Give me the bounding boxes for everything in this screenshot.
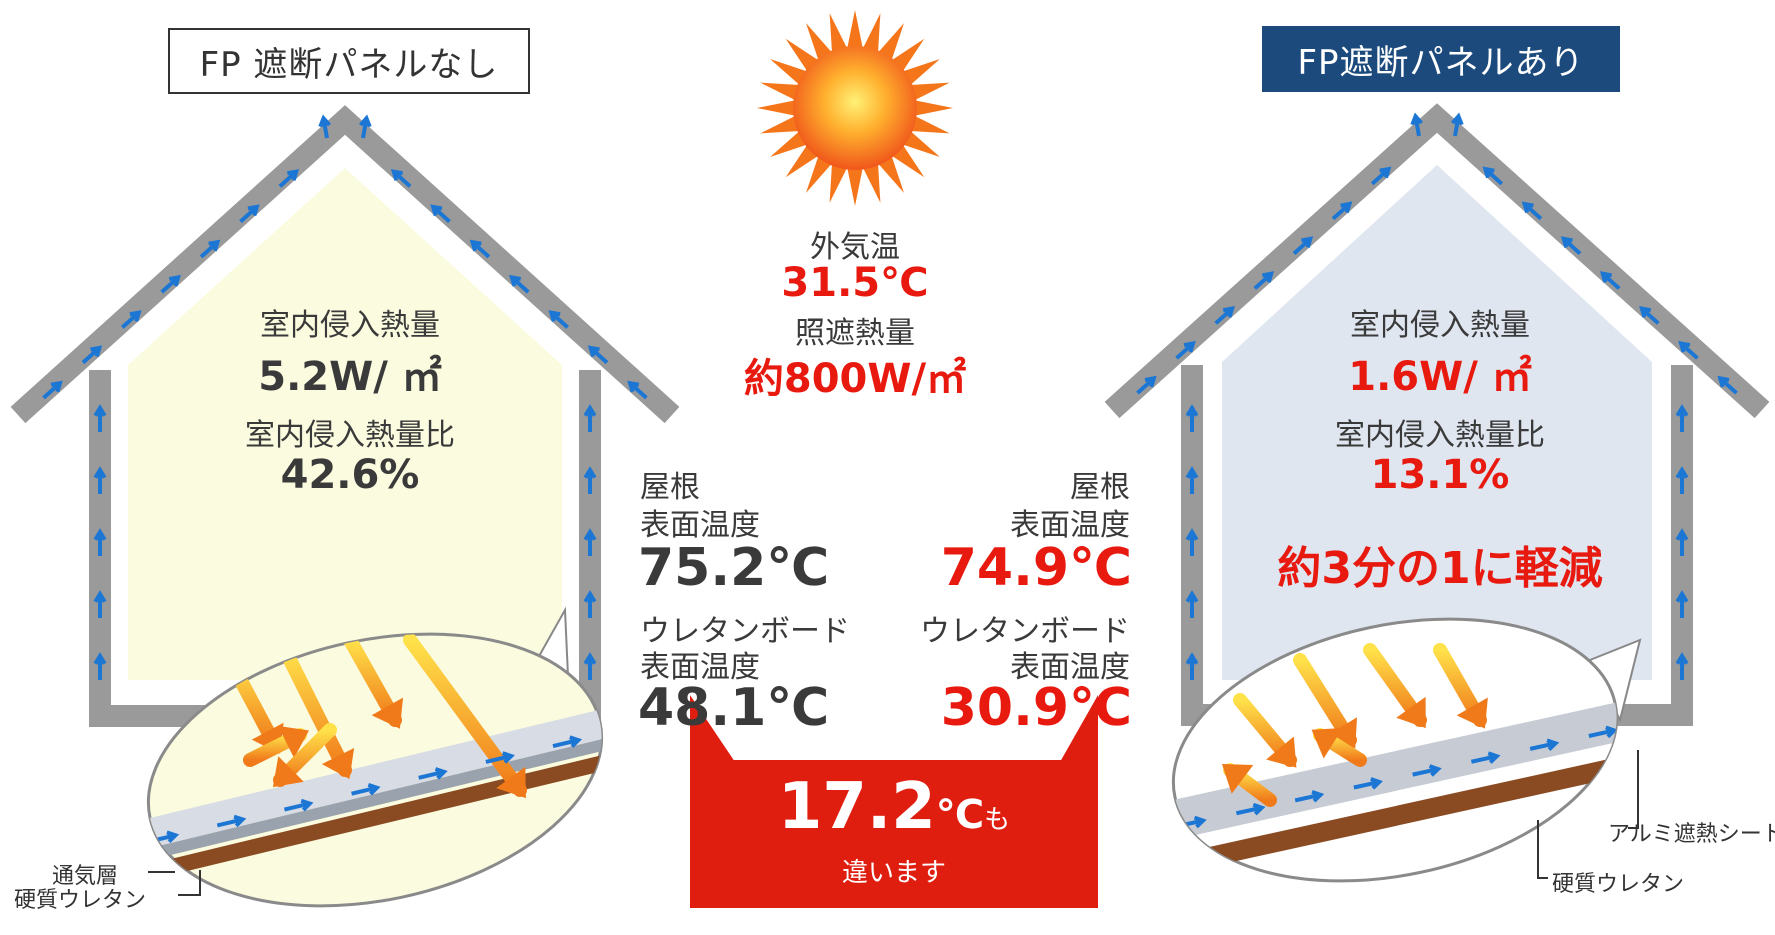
left-board-temp-value: 48.1℃ — [638, 678, 830, 738]
difference-value: 17.2 — [777, 770, 936, 844]
left-house — [10, 105, 680, 727]
irradiance-label: 照遮熱量 — [795, 316, 915, 351]
left-board-temp-label-1: ウレタンボード — [640, 614, 850, 649]
right-heat-value: 1.6W/ ㎡ — [1348, 354, 1532, 400]
left-detail-bubble — [122, 606, 628, 908]
irradiance-value: 約800W/㎡ — [743, 356, 967, 402]
legend-urethane-right: 硬質ウレタン — [1552, 872, 1685, 897]
left-board-temp-label-2: 表面温度 — [640, 650, 760, 685]
left-heat-label: 室内侵入熱量 — [260, 308, 440, 343]
label-without-panel: FP 遮断パネルなし — [168, 28, 530, 94]
right-heat-label: 室内侵入熱量 — [1350, 308, 1530, 343]
legend-air-layer: 通気層 — [52, 864, 119, 889]
difference-unit: ℃ — [935, 792, 985, 838]
difference-value-line: 17.2℃も — [690, 770, 1098, 844]
right-roof-temp-label-2: 表面温度 — [1010, 508, 1130, 543]
outside-temp-label: 外気温 — [810, 230, 900, 265]
label-without-panel-text: FP 遮断パネルなし — [199, 44, 499, 85]
right-board-temp-value: 30.9℃ — [940, 678, 1132, 738]
difference-suffix: も — [984, 805, 1011, 835]
difference-caption: 違います — [841, 858, 946, 888]
outside-temp-value: 31.5℃ — [781, 260, 929, 306]
left-ratio-label: 室内侵入熱量比 — [245, 418, 455, 453]
legend-urethane-left: 硬質ウレタン — [14, 888, 147, 913]
right-ratio-value: 13.1% — [1370, 452, 1510, 498]
right-roof-temp-label-1: 屋根 — [1070, 470, 1130, 505]
left-roof-temp-label-1: 屋根 — [640, 470, 700, 505]
left-heat-value: 5.2W/ ㎡ — [258, 354, 442, 400]
legend-leader-lines — [148, 750, 1639, 896]
right-roof-temp-value: 74.9℃ — [940, 538, 1132, 598]
left-roof-temp-label-2: 表面温度 — [640, 508, 760, 543]
right-ratio-label: 室内侵入熱量比 — [1335, 418, 1545, 453]
left-ratio-value: 42.6% — [280, 452, 420, 498]
label-with-panel-text: FP遮断パネルあり — [1297, 42, 1585, 83]
sun-icon — [757, 10, 953, 206]
right-board-temp-label-1: ウレタンボード — [920, 614, 1130, 649]
right-detail-bubble — [1150, 617, 1642, 883]
right-board-temp-label-2: 表面温度 — [1010, 650, 1130, 685]
left-roof-temp-value: 75.2℃ — [638, 538, 830, 598]
difference-callout — [690, 695, 1098, 908]
reduction-text: 約3分の1に軽減 — [1277, 543, 1603, 594]
label-with-panel: FP遮断パネルあり — [1262, 26, 1620, 92]
legend-aluminum-sheet: アルミ遮熱シート — [1608, 822, 1775, 847]
